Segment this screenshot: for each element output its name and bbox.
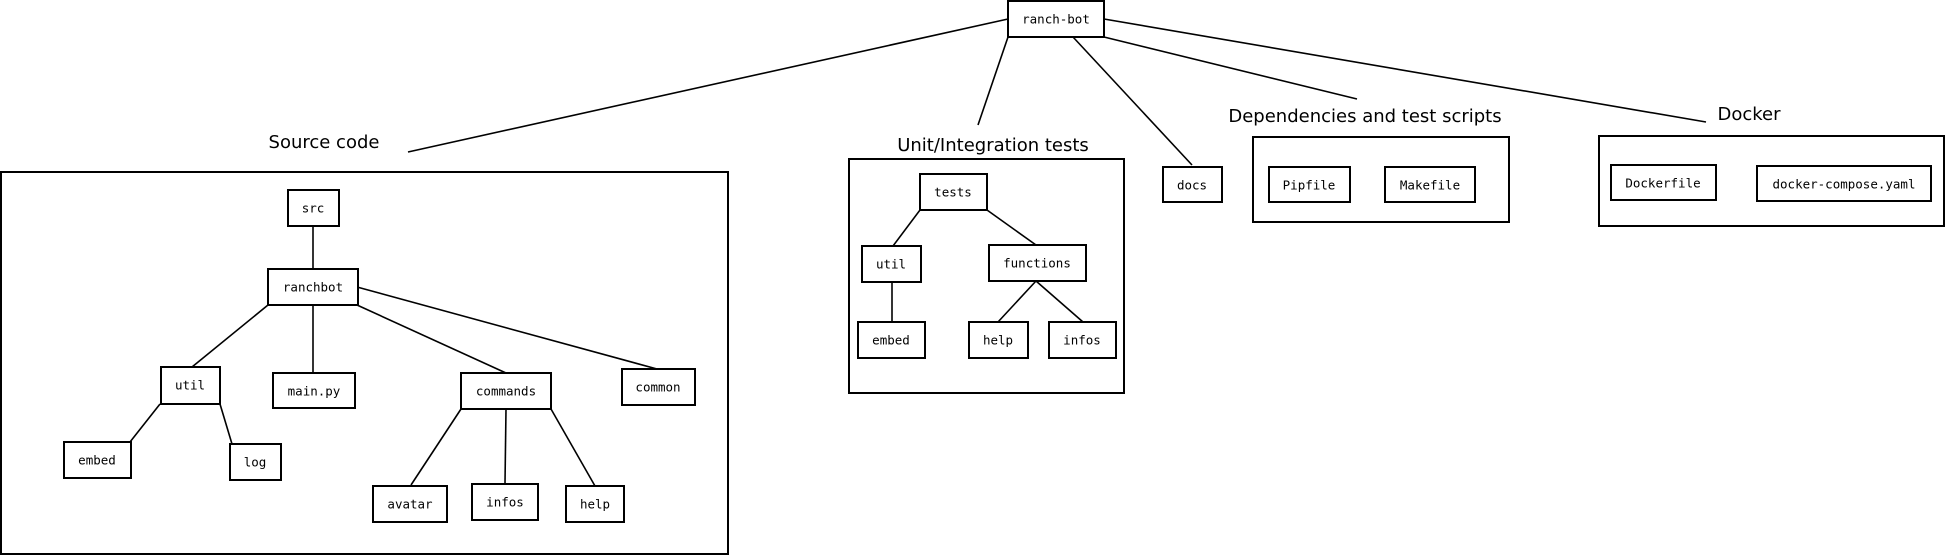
edge-root-deps (1103, 36, 1358, 100)
edge-root-tests (977, 36, 1009, 126)
source-code-box (0, 171, 729, 555)
edge-functions-help (997, 280, 1037, 323)
edge-commands-infos (504, 408, 507, 484)
docker-box (1598, 135, 1945, 227)
node-cmd-infos-label: infos (486, 495, 524, 510)
node-makefile-label: Makefile (1400, 178, 1460, 193)
tests-tree-edges (891, 209, 1084, 323)
edge-commands-help (550, 408, 596, 487)
edge-util-embed (129, 403, 161, 443)
node-log-label: log (244, 455, 267, 470)
edge-root-docs (1072, 36, 1193, 166)
node-tests-util: util (861, 245, 922, 283)
node-commands-label: commands (476, 384, 536, 399)
node-ranch-bot-label: ranch-bot (1022, 12, 1090, 27)
tests-title: Unit/Integration tests (897, 135, 1089, 156)
edge-root-source (407, 18, 1009, 153)
node-tests-embed: embed (857, 321, 926, 359)
node-functions-label: functions (1003, 256, 1071, 271)
node-docker-compose: docker-compose.yaml (1756, 165, 1932, 202)
dependencies-box (1252, 136, 1510, 223)
edge-ranchbot-commands (356, 304, 507, 374)
edge-root-docker (1103, 18, 1707, 123)
node-fn-help-label: help (983, 333, 1013, 348)
docker-title: Docker (1717, 104, 1781, 125)
node-commands: commands (460, 372, 552, 410)
node-common-label: common (635, 380, 680, 395)
node-ranchbot: ranchbot (267, 268, 359, 306)
node-src-embed: embed (63, 441, 132, 479)
node-fn-infos-label: infos (1063, 333, 1101, 348)
tests-box (848, 158, 1125, 394)
node-cmd-help: help (565, 485, 625, 523)
node-main-py-label: main.py (288, 384, 341, 399)
edge-functions-infos (1035, 280, 1084, 323)
node-dockerfile-label: Dockerfile (1625, 176, 1700, 191)
node-src-util-label: util (175, 378, 205, 393)
node-common: common (621, 368, 696, 406)
node-tests: tests (919, 173, 988, 211)
node-pipfile: Pipfile (1268, 166, 1351, 203)
node-tests-label: tests (934, 185, 972, 200)
node-tests-util-label: util (876, 257, 906, 272)
node-src: src (287, 189, 340, 227)
node-src-label: src (302, 201, 325, 216)
node-avatar: avatar (372, 485, 448, 523)
node-dockerfile: Dockerfile (1610, 164, 1717, 201)
node-cmd-help-label: help (580, 497, 610, 512)
node-main-py: main.py (272, 372, 356, 409)
node-fn-infos: infos (1048, 321, 1117, 359)
source-tree-edges (129, 226, 658, 487)
root-edges (407, 18, 1707, 166)
source-code-title: Source code (269, 132, 380, 153)
edge-commands-avatar (410, 408, 462, 486)
edge-tests-functions (986, 209, 1037, 246)
node-avatar-label: avatar (387, 497, 433, 512)
node-docs-label: docs (1177, 178, 1207, 193)
node-functions: functions (988, 244, 1087, 282)
edge-ranchbot-common (356, 286, 658, 370)
edge-tests-util (892, 209, 921, 247)
edge-util-log (219, 403, 233, 445)
node-docs: docs (1162, 166, 1223, 203)
node-tests-embed-label: embed (872, 333, 910, 348)
node-log: log (229, 443, 282, 481)
node-src-util: util (160, 366, 221, 405)
node-makefile: Makefile (1384, 166, 1476, 203)
node-pipfile-label: Pipfile (1283, 178, 1336, 193)
edge-ranchbot-util (191, 304, 269, 368)
node-fn-help: help (968, 321, 1029, 359)
node-cmd-infos: infos (471, 483, 539, 521)
node-ranchbot-label: ranchbot (283, 280, 343, 295)
node-ranch-bot: ranch-bot (1007, 0, 1105, 38)
dependencies-title: Dependencies and test scripts (1228, 106, 1501, 127)
node-docker-compose-label: docker-compose.yaml (1773, 177, 1916, 192)
node-src-embed-label: embed (78, 453, 116, 468)
